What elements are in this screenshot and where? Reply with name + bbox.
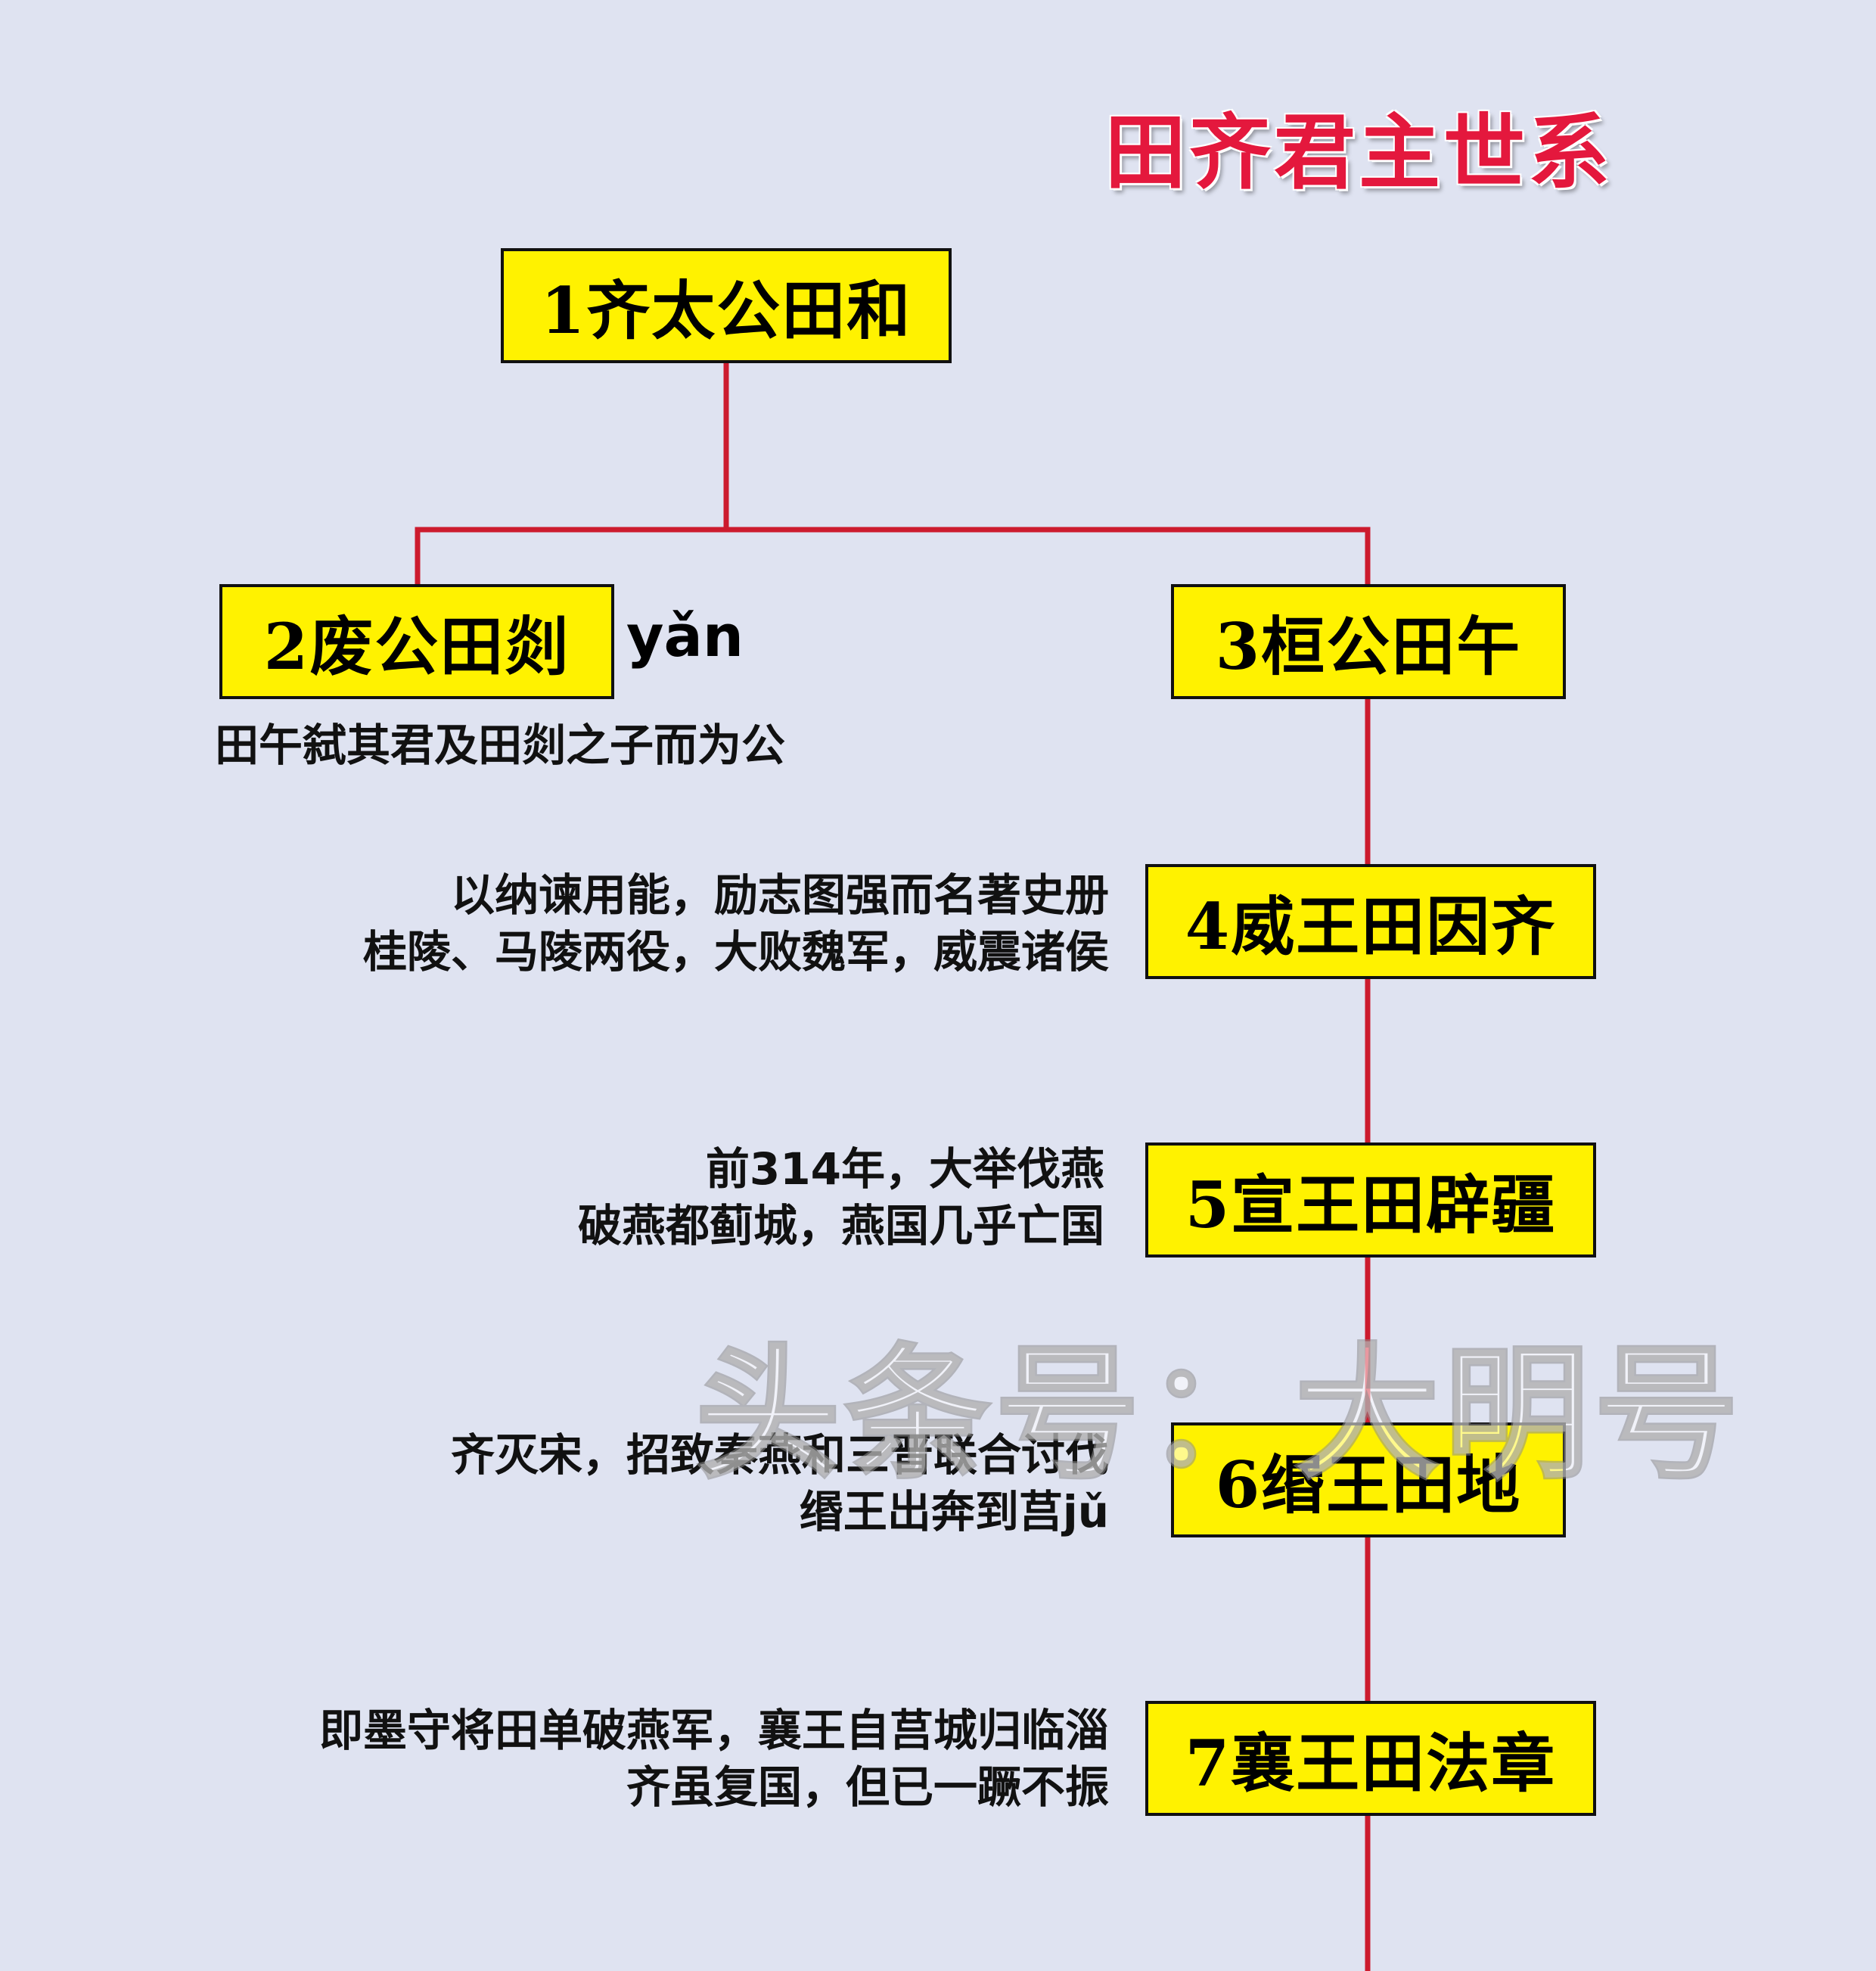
node-6-min-wang-tian-di: 6缗王田地 <box>1171 1422 1566 1537</box>
node-4-wei-wang-tian-yin-qi: 4威王田因齐 <box>1145 864 1596 979</box>
note-node-6-line-2: 缗王出奔到莒jǔ <box>799 1486 1109 1537</box>
note-node-7-line-2: 齐虽复国，但已一蹶不振 <box>626 1761 1109 1813</box>
note-node-5-line-1: 前314年，大举伐燕 <box>705 1143 1104 1195</box>
note-node-7: 即墨守将田单破燕军，襄王自莒城归临淄 齐虽复国，但已一蹶不振 <box>319 1702 1109 1816</box>
note-node-5-line-2: 破燕都蓟城，燕国几乎亡国 <box>577 1200 1104 1251</box>
page-title: 田齐君主世系 <box>1104 106 1614 201</box>
node-1-qi-taigong-tian-he: 1齐太公田和 <box>501 248 952 363</box>
node-2-pinyin: yǎn <box>626 602 744 670</box>
note-node-6-line-1: 齐灭宋，招致秦燕和三晋联合讨伐 <box>450 1429 1109 1481</box>
node-5-xuan-wang-tian-pi-jiang: 5宣王田辟疆 <box>1145 1142 1596 1258</box>
note-node-2-line-1: 田午弑其君及田剡之子而为公 <box>215 720 786 771</box>
note-node-2: 田午弑其君及田剡之子而为公 <box>215 717 785 774</box>
note-node-5: 前314年，大举伐燕 破燕都蓟城，燕国几乎亡国 <box>578 1141 1104 1254</box>
watermark: 头条号：大明号 <box>694 1329 1745 1500</box>
node-2-fei-gong-tian-yan: 2废公田剡 <box>219 584 614 699</box>
node-3-huan-gong-tian-wu: 3桓公田午 <box>1171 584 1566 699</box>
note-node-4-line-2: 桂陵、马陵两役，大败魏军，威震诸侯 <box>362 926 1109 978</box>
note-node-6: 齐灭宋，招致秦燕和三晋联合讨伐 缗王出奔到莒jǔ <box>451 1427 1109 1540</box>
note-node-7-line-1: 即墨守将田单破燕军，襄王自莒城归临淄 <box>318 1705 1109 1756</box>
note-node-4: 以纳谏用能，励志图强而名著史册 桂陵、马陵两役，大败魏军，威震诸侯 <box>363 867 1109 981</box>
node-7-xiang-wang-tian-fa-zhang: 7襄王田法章 <box>1145 1701 1596 1816</box>
note-node-4-line-1: 以纳谏用能，励志图强而名著史册 <box>450 869 1109 921</box>
